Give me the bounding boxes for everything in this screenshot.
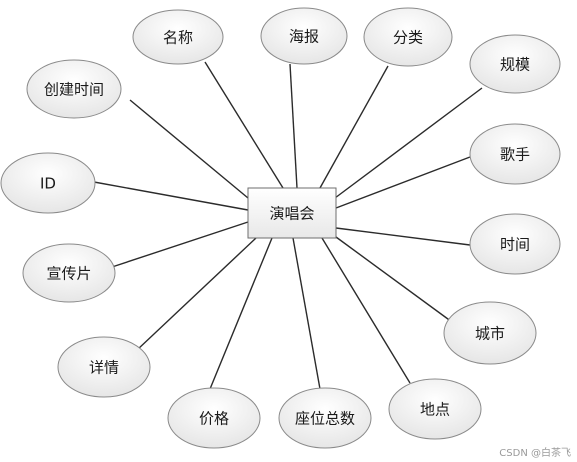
entity-label: 演唱会 bbox=[269, 205, 314, 223]
attribute-label: ID bbox=[40, 175, 56, 193]
watermark: CSDN @白茶飞 bbox=[499, 448, 571, 459]
attribute-location: 地点 bbox=[388, 378, 482, 440]
link-promo-video bbox=[111, 221, 249, 268]
link-time bbox=[335, 227, 471, 246]
attribute-price: 价格 bbox=[167, 387, 261, 449]
attribute-label: 创建时间 bbox=[44, 81, 104, 99]
link-location bbox=[321, 237, 411, 384]
attribute-label: 时间 bbox=[500, 236, 530, 254]
link-scale bbox=[334, 87, 483, 199]
connector-lines bbox=[93, 61, 483, 390]
attribute-singer: 歌手 bbox=[469, 123, 561, 185]
attribute-id: ID bbox=[0, 152, 96, 214]
attribute-time: 时间 bbox=[469, 213, 561, 275]
link-id bbox=[93, 181, 249, 211]
attribute-label: 规模 bbox=[500, 56, 530, 74]
link-price bbox=[209, 237, 273, 390]
link-singer bbox=[335, 156, 471, 209]
link-created-time bbox=[129, 99, 249, 199]
attribute-label: 城市 bbox=[475, 325, 505, 343]
link-city bbox=[335, 236, 453, 323]
link-poster bbox=[289, 63, 298, 189]
link-total-seats bbox=[292, 237, 321, 390]
attribute-label: 详情 bbox=[89, 359, 119, 377]
attribute-label: 海报 bbox=[289, 28, 319, 46]
link-name bbox=[204, 61, 284, 189]
attribute-label: 价格 bbox=[199, 410, 229, 428]
attribute-name: 名称 bbox=[132, 9, 224, 65]
attribute-category: 分类 bbox=[363, 7, 453, 67]
attribute-label: 歌手 bbox=[500, 146, 530, 164]
attribute-label: 座位总数 bbox=[295, 410, 355, 428]
attribute-created-time: 创建时间 bbox=[26, 59, 122, 119]
attribute-scale: 规模 bbox=[469, 34, 561, 94]
entity-concert: 演唱会 bbox=[247, 187, 337, 239]
link-category bbox=[319, 65, 389, 189]
attribute-label: 宣传片 bbox=[46, 265, 91, 283]
attribute-city: 城市 bbox=[443, 301, 537, 365]
attribute-details: 详情 bbox=[57, 336, 151, 398]
attribute-poster: 海报 bbox=[260, 7, 348, 65]
attribute-label: 名称 bbox=[163, 29, 193, 47]
attribute-label: 地点 bbox=[420, 401, 450, 419]
attribute-label: 分类 bbox=[393, 29, 423, 47]
attribute-total-seats: 座位总数 bbox=[278, 387, 372, 449]
link-details bbox=[136, 237, 257, 351]
attribute-promo-video: 宣传片 bbox=[22, 243, 116, 303]
